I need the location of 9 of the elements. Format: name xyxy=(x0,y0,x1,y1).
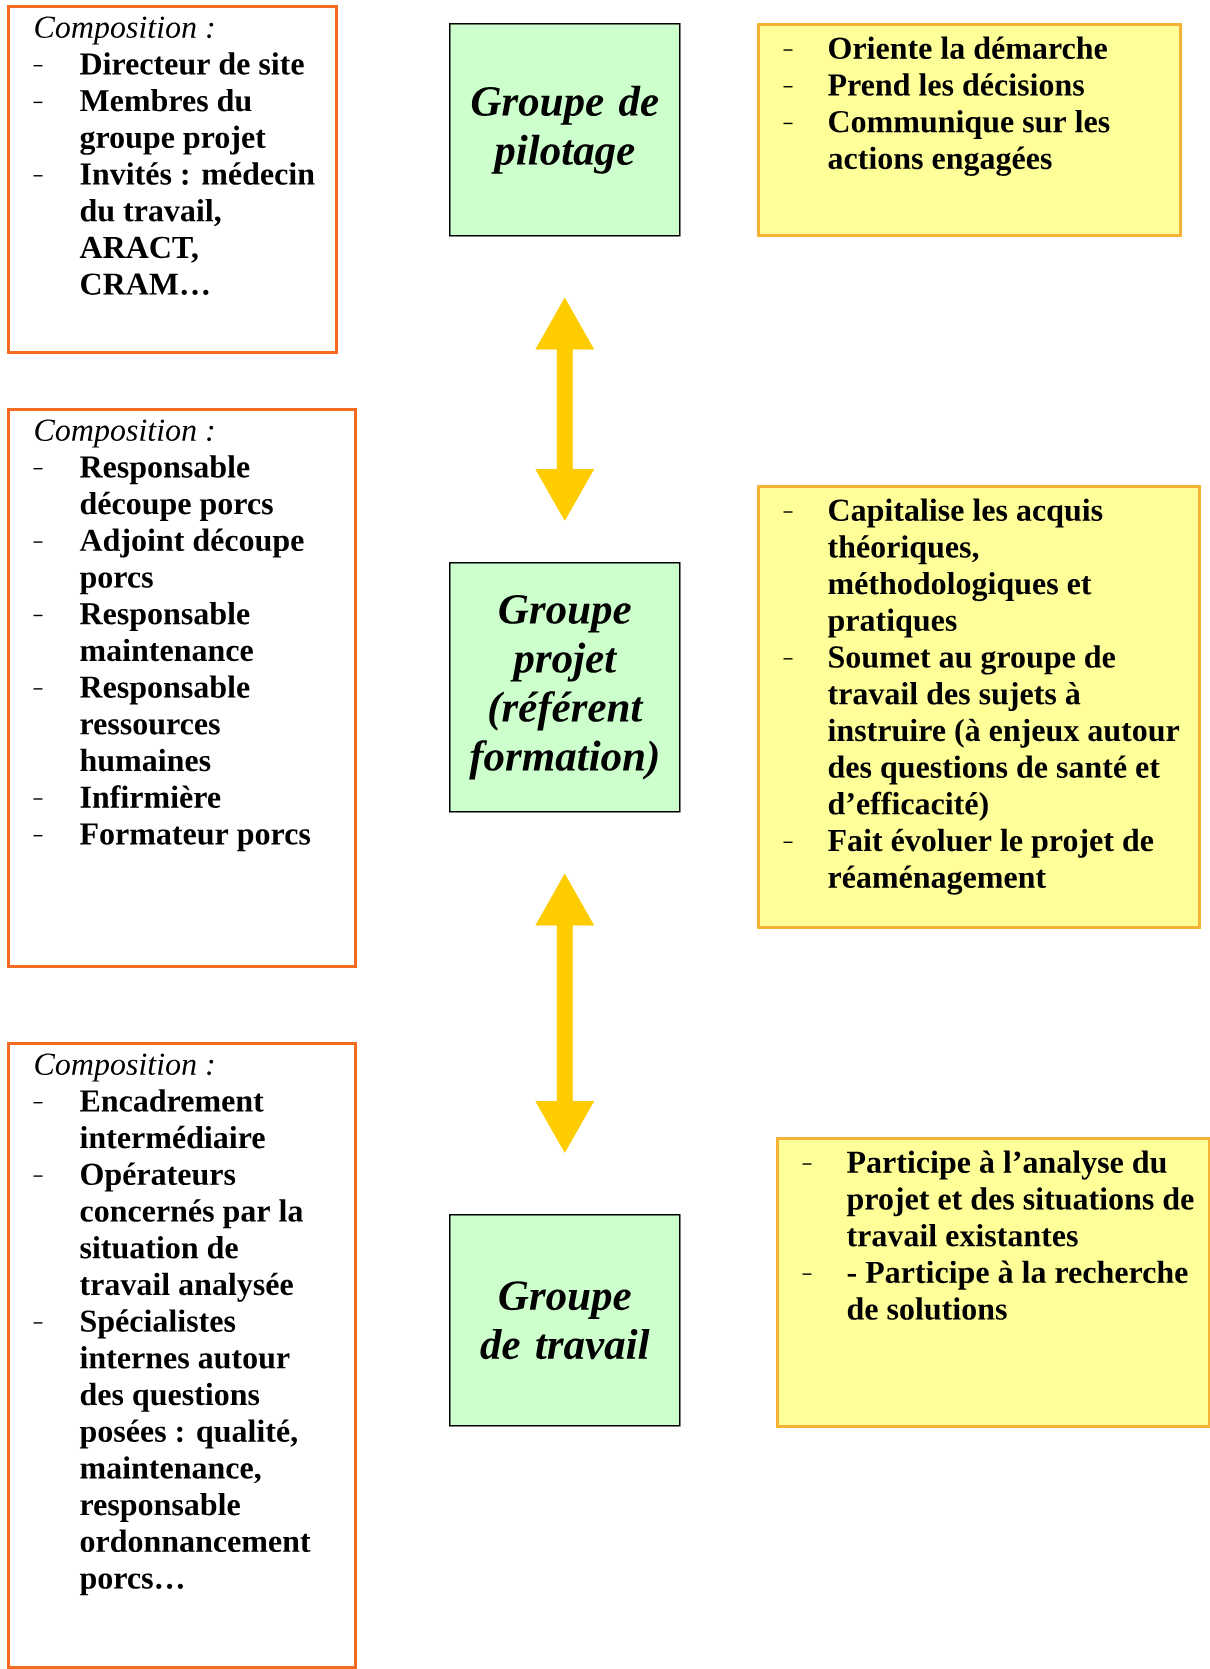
composition-box: Composition : Encadrement intermédiaire Opérateurs concernés par la situation de travail analysée Spécialistes internes autour des questions posées : qualité, maintenance, responsable ordonnancement porcs… xyxy=(7,1042,357,1669)
group-box: Groupe de pilotage xyxy=(449,23,681,237)
group-box: Groupe de travail xyxy=(449,1214,681,1427)
task-box: Participe à l’analyse du projet et des situations de travail existantes - Participe à la recherche de solutions xyxy=(776,1137,1210,1428)
composition-box: Composition : Directeur de site Membres du groupe projet Invités : médecin du travail, ARACT, CRAM… xyxy=(7,5,338,354)
task-box: Capitalise les acquis théoriques, méthodologiques et pratiques Soumet au groupe de travail des sujets à instruire (à enjeux autour des questions de santé et d’efficacité) Fait évoluer le projet de réaménagement xyxy=(757,485,1201,929)
composition-box: Composition : Responsable découpe porcs Adjoint découpe porcs Responsable maintenance Responsable ressources humaines Infirmière Formateur porcs xyxy=(7,408,357,968)
task-box: Oriente la démarche Prend les décisions Communique sur les actions engagées xyxy=(757,23,1182,237)
group-box: Groupe projet (référent formation) xyxy=(449,562,681,813)
